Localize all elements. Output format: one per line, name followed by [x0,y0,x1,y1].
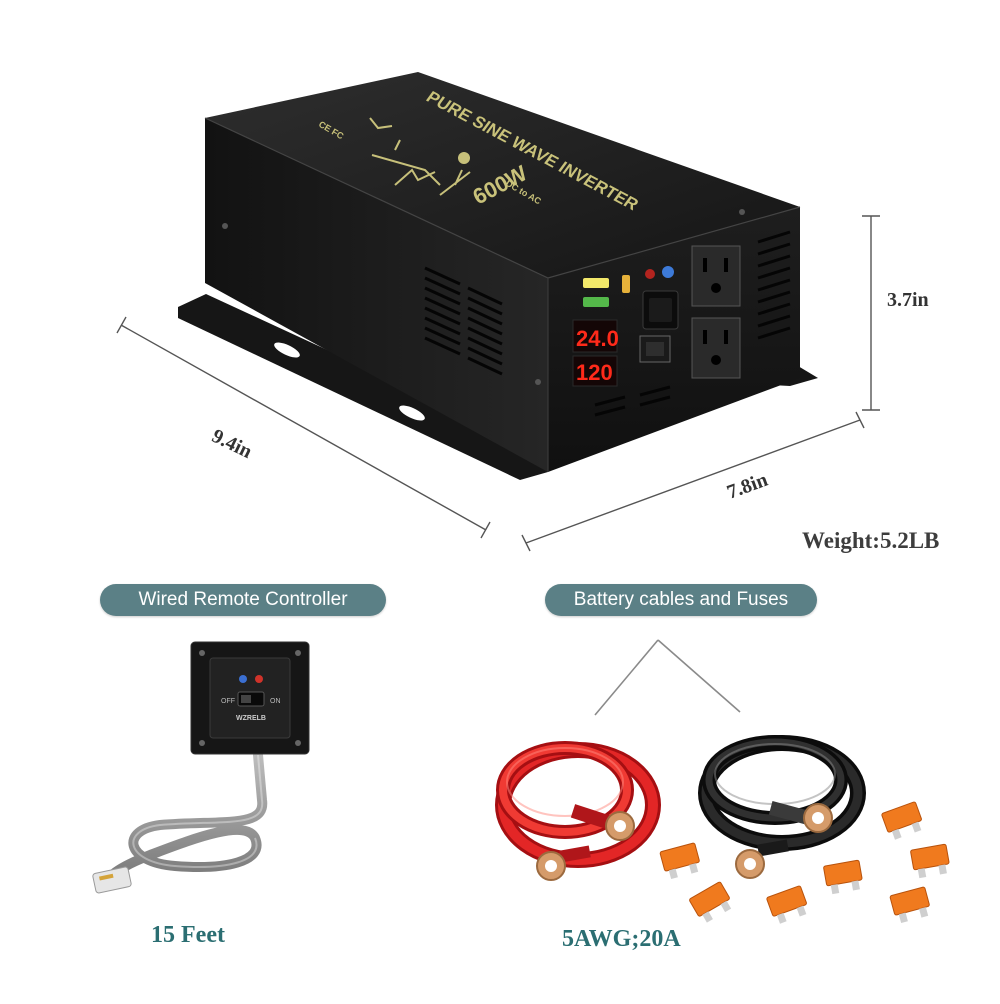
inverter-side-panel [205,118,548,472]
voltage-display [572,319,618,353]
remote-led-red-icon [255,675,263,683]
height-label: 3.7in [887,289,929,311]
remote-led-blue-icon [239,675,247,683]
cable-spec-caption: 5AWG;20A [562,926,681,952]
fuse-icon [689,881,732,923]
top-graphics [369,117,471,196]
blade-fuses [659,801,950,924]
fuse-icon [881,801,922,840]
red-battery-cable [495,741,661,881]
status-led-red-icon [645,269,655,279]
wired-remote-controller: OFF ON WZRELB [92,641,310,894]
status-led-blue-icon [662,266,674,278]
remote-badge: Wired Remote Controller [100,584,386,616]
weight-label: Weight:5.2LB [802,528,940,553]
remote-cable [105,750,268,883]
remote-brand: WZRELB [236,715,266,722]
fuse-icon [889,886,930,924]
flange-slot [399,405,425,421]
side-vents [424,266,503,376]
rj45-plug-icon [92,866,132,894]
fuse-icon [766,885,807,924]
ac-outlet-bottom [691,317,741,379]
accessories-badge: Battery cables and Fuses [545,584,817,616]
fuse-icon [823,859,863,895]
black-battery-cable [698,735,866,879]
fuse-icon [659,842,700,880]
cable-length-caption: 15 Feet [151,922,225,948]
fuse-slot [622,275,630,293]
fuse-icon [910,843,950,879]
ac-readout: 120 [576,360,613,385]
dimension-lines [116,215,880,552]
remote-off-label: OFF [221,698,235,705]
accessory-connector-lines [594,639,741,716]
sun-icon [458,152,470,164]
ac-display [572,355,618,387]
front-vents [594,230,791,417]
inverter-top-panel [205,72,800,278]
voltage-readout: 24.0 [576,326,619,351]
black-cable-sleeve [768,801,812,825]
inverter: PURE SINE WAVE INVERTER 600W DC to AC CE… [178,72,818,480]
ac-outlet-top [691,245,741,307]
flange-slot [274,342,300,358]
mounting-flange [178,294,548,480]
red-cable-sleeve [570,804,614,830]
terminal-cover [583,278,609,288]
remote-on-label: ON [270,698,281,705]
terminal-cover [583,297,609,307]
